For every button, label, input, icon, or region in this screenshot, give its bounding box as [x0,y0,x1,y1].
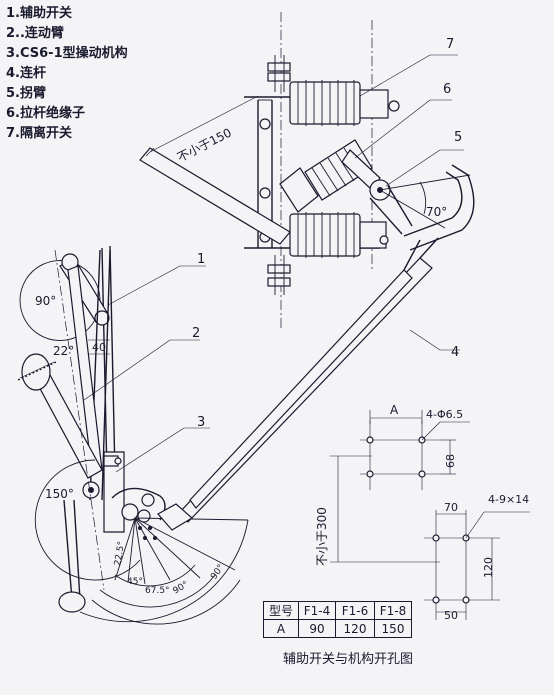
legend-item-auxiliary-switch: 1.辅助开关 [6,6,72,21]
spec-table: 型号 F1-4 F1-6 F1-8 A 90 120 150 [263,601,412,638]
svg-text:120: 120 [482,557,495,578]
angle-150: 150° [45,487,74,501]
spec-table-header-f1-6: F1-6 [335,601,375,620]
angle-90-top: 90° [35,294,56,308]
spec-table-cell-f1-8: 150 [374,619,412,638]
angle-70: 70° [426,205,447,219]
min-300-dimension: 不小于300 [315,455,440,566]
spec-table-cell-label: A [263,619,299,638]
scale-label-90-a: 90° [172,580,191,597]
callout-3: 3 [197,415,205,430]
svg-text:不小于150: 不小于150 [175,125,234,164]
callout-4: 4 [451,345,459,360]
callout-7: 7 [446,37,454,52]
scale-label-67-5: 67.5° [145,586,170,596]
hole-pattern-a: A 4-Φ6.5 68 [360,403,470,490]
operating-mechanism [17,245,249,625]
lower-insulator [289,212,389,258]
legend-item-operating-mechanism: 3.CS6-1型操动机构 [6,46,128,61]
legend-item-pull-rod-insulator: 6.拉杆绝缘子 [6,106,85,121]
angle-22: 22° [53,344,74,358]
isolating-switch [139,12,475,330]
spec-table-header-model: 型号 [263,601,299,620]
callout-6: 6 [443,82,451,97]
callout-5: 5 [454,130,462,145]
spec-table-header-f1-4: F1-4 [298,601,336,620]
spec-table-header-row: 型号 F1-4 F1-6 F1-8 [263,601,412,620]
legend: 1.辅助开关 2..连动臂 3.CS6-1型操动机构 4.连杆 5.拐臂 6.拉… [6,4,128,144]
spec-table-cell-f1-6: 120 [335,619,375,638]
svg-text:4-9×14: 4-9×14 [488,493,529,506]
spec-table-row: A 90 120 150 [263,619,412,638]
spec-table-header-f1-8: F1-8 [374,601,412,620]
figure-caption: 辅助开关与机构开孔图 [283,652,414,667]
svg-text:68: 68 [444,454,457,468]
svg-text:不小于300: 不小于300 [315,507,329,566]
svg-text:4-Φ6.5: 4-Φ6.5 [426,408,463,421]
upper-insulator [289,80,400,126]
scale-label-22-5: 22.5° [113,541,127,567]
spec-table-cell-f1-4: 90 [298,619,336,638]
scale-label-45: 45° [127,577,143,587]
pull-rod-insulator [279,139,381,213]
callout-leaders [83,54,464,473]
legend-item-connecting-rod: 4.连杆 [6,66,46,81]
hole-pattern-b: 70 4-9×14 120 50 [424,493,530,622]
legend-item-crank-arm: 5.拐臂 [6,86,46,101]
callout-2: 2 [192,326,200,341]
legend-item-linkage-arm: 2..连动臂 [6,26,64,41]
connecting-rod [177,237,439,523]
scale-label-90-b: 90° [209,563,226,582]
callout-1: 1 [197,252,205,267]
svg-text:A: A [390,403,399,417]
svg-text:50: 50 [444,609,458,622]
min-150-dimension: 不小于150 [145,95,259,165]
svg-text:40: 40 [92,341,106,354]
dim-40: 40 [88,339,110,355]
svg-text:70: 70 [444,501,458,514]
legend-item-isolating-switch: 7.隔离开关 [6,126,72,141]
